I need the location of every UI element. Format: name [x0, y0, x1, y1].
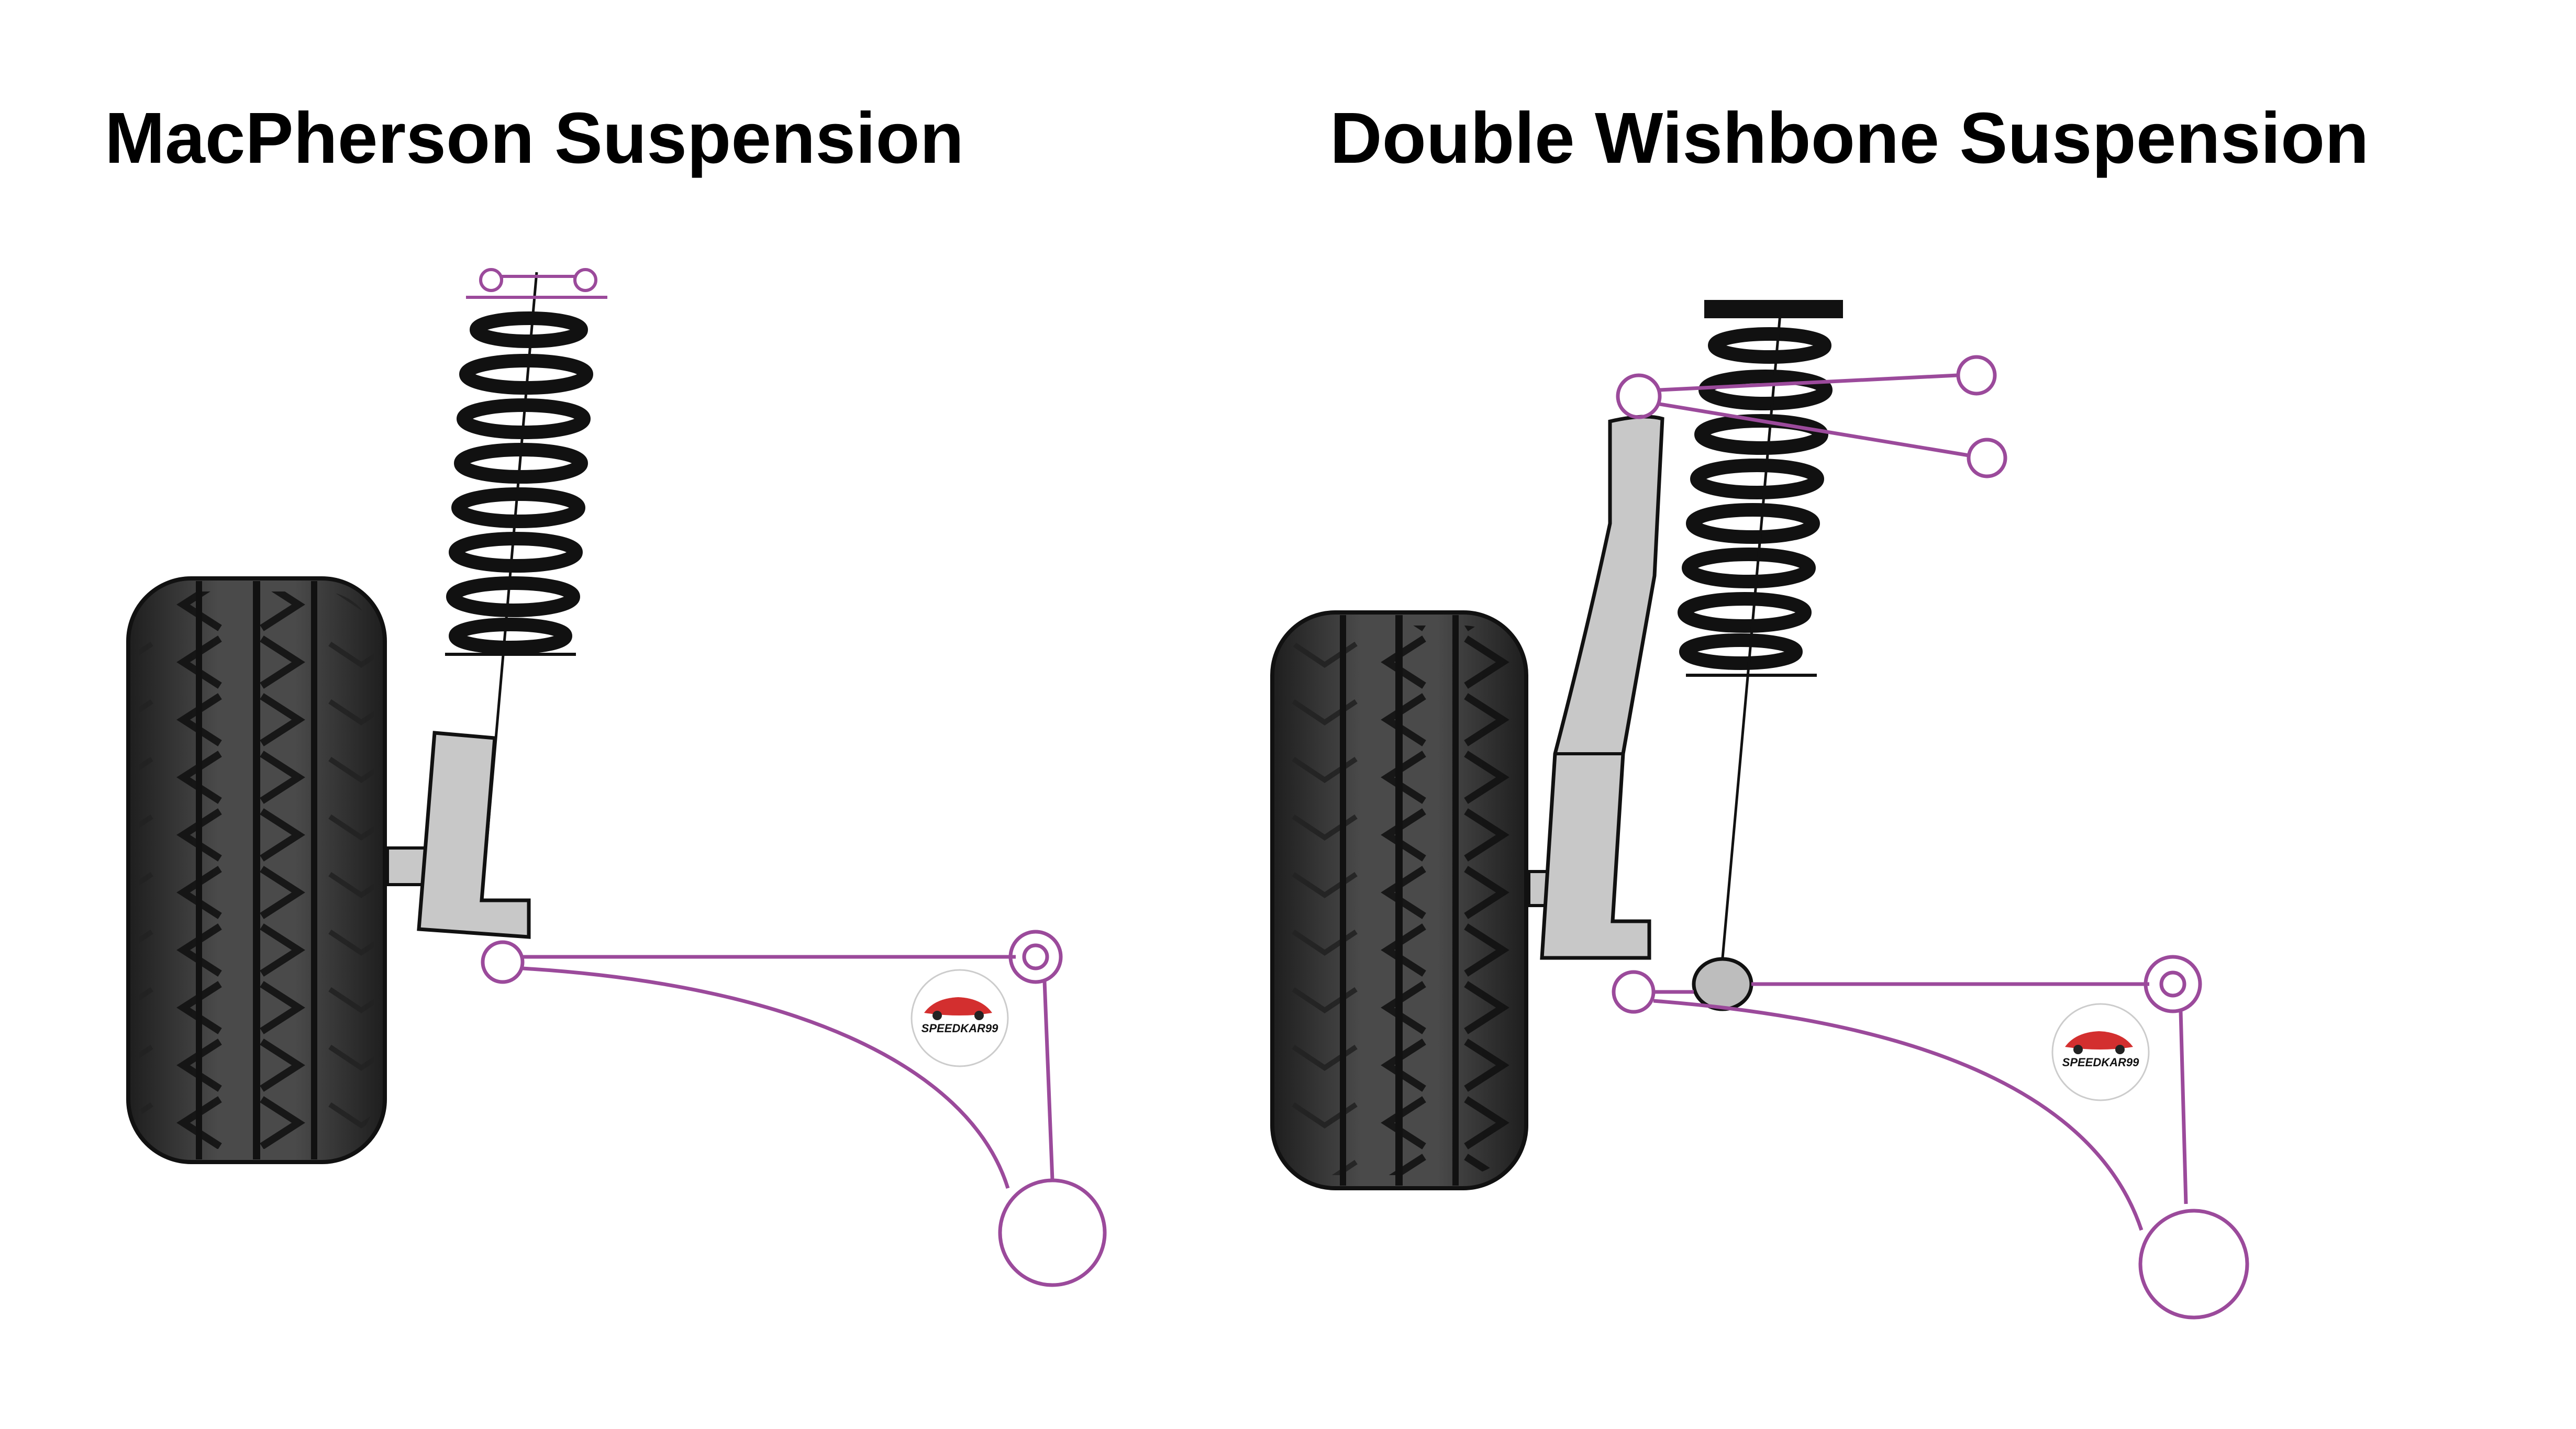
right-lower-ball-joint	[1692, 957, 1753, 1011]
left-coil-spring	[446, 311, 593, 654]
right-speedkar99-logo: SPEEDKAR99	[2051, 1003, 2150, 1101]
right-logo-text: SPEEDKAR99	[2062, 1056, 2139, 1069]
right-upright	[1540, 415, 1664, 960]
left-speedkar99-logo: SPEEDKAR99	[911, 969, 1009, 1067]
left-top-mount	[466, 268, 607, 299]
right-lower-wishbone	[1612, 955, 2249, 1320]
left-lower-control-arm	[481, 930, 1107, 1287]
double-wishbone-title: Double Wishbone Suspension	[1330, 98, 2369, 178]
double-wishbone-assembly: SPEEDKAR99	[1270, 300, 2249, 1320]
macpherson-title: MacPherson Suspension	[105, 98, 964, 178]
right-spring-top-plate	[1704, 300, 1843, 318]
left-tire	[126, 576, 387, 1164]
macpherson-assembly: SPEEDKAR99	[126, 268, 1107, 1287]
right-upper-wishbone	[1616, 355, 2007, 478]
right-tire	[1270, 610, 1528, 1190]
left-logo-text: SPEEDKAR99	[921, 1022, 998, 1035]
left-knuckle	[417, 731, 531, 939]
